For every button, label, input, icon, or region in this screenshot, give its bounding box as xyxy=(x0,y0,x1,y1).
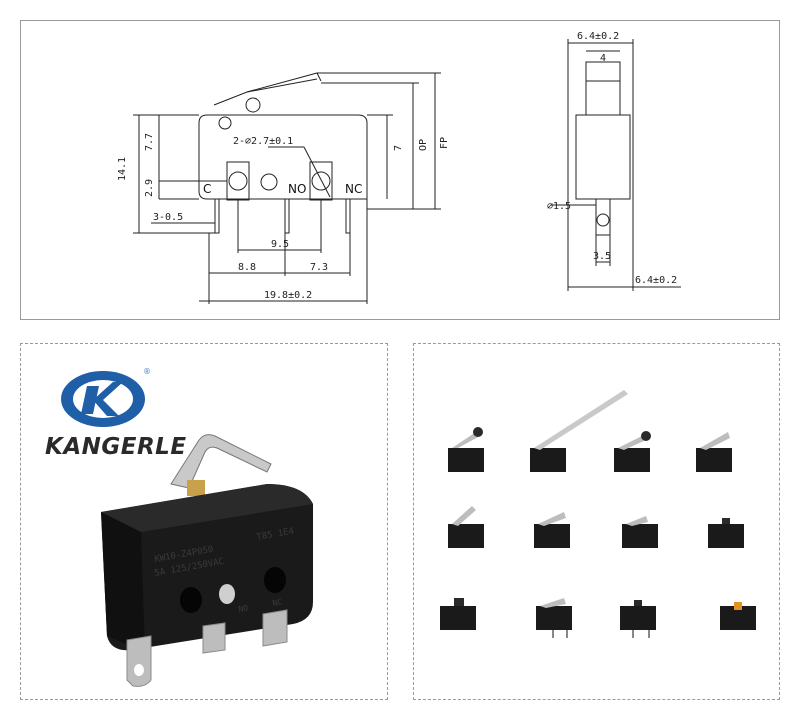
center-hole xyxy=(260,173,278,191)
pivot-hole xyxy=(218,116,232,130)
terminal-label-no: NO xyxy=(288,182,306,196)
brand-name: KANGERLE xyxy=(45,434,187,460)
dim-7-7: 7.7 xyxy=(144,133,155,151)
technical-drawing: 14.1 7.7 2.9 3-0.5 2-⌀2.7±0.1 7 OP FP 9.… xyxy=(117,31,681,304)
dim-fp: FP xyxy=(439,137,450,149)
variants-panel xyxy=(413,343,780,700)
photo-terminal-nc xyxy=(262,609,288,647)
photo-terminal-c xyxy=(126,635,152,687)
variant-roller-lever-switch xyxy=(448,427,484,472)
terminal-label-c: C xyxy=(203,182,211,196)
product-photo-panel: ® KW10-Z4P050 5A 125/250VAC T85 1E4 NO N… xyxy=(20,343,388,700)
terminal-label-nc: NC xyxy=(345,182,362,196)
plunger-outline xyxy=(245,97,261,113)
product-photo: ® KW10-Z4P050 5A 125/250VAC T85 1E4 NO N… xyxy=(61,367,313,687)
lever-outline xyxy=(213,72,322,106)
dim-7-3: 7.3 xyxy=(310,262,328,273)
variant-lever-switch xyxy=(534,512,570,548)
dim-width-bottom: 6.4±0.2 xyxy=(635,275,677,286)
switch-body-outline xyxy=(198,114,368,200)
pin-c xyxy=(214,198,220,234)
registered-mark: ® xyxy=(143,367,151,376)
variant-plunger-switch xyxy=(440,598,476,630)
hole-c xyxy=(228,171,248,191)
technical-drawing-panel: 14.1 7.7 2.9 3-0.5 2-⌀2.7±0.1 7 OP FP 9.… xyxy=(20,20,780,320)
lever-inner xyxy=(246,78,318,93)
dim-width-3-5: 3.5 xyxy=(593,251,611,262)
variant-hinge-lever-switch xyxy=(696,432,732,472)
dim-9-5: 9.5 xyxy=(271,239,289,250)
variant-long-lever-switch xyxy=(530,390,628,472)
pin-no xyxy=(284,198,290,234)
dim-8-8: 8.8 xyxy=(238,262,256,273)
brand-logo xyxy=(61,371,145,427)
variant-mini-lever-switch xyxy=(622,516,658,548)
dim-7: 7 xyxy=(393,145,404,151)
dim-14-1: 14.1 xyxy=(117,157,128,181)
dim-width-4: 4 xyxy=(600,53,606,64)
variants-grid xyxy=(440,390,756,638)
dim-19-8: 19.8±0.2 xyxy=(264,290,312,301)
dim-hole-1-5: ⌀1.5 xyxy=(547,201,571,212)
dim-2-9: 2.9 xyxy=(144,179,155,197)
dim-op: OP xyxy=(418,139,429,151)
dim-3-0-5: 3-0.5 xyxy=(153,212,183,223)
photo-terminal-no xyxy=(202,622,226,654)
side-view-pin-hole xyxy=(596,213,610,227)
side-view-lever xyxy=(585,61,621,116)
variant-orange-button-switch xyxy=(720,602,756,630)
hole-leader xyxy=(303,146,331,198)
dim-width-top: 6.4±0.2 xyxy=(577,31,619,42)
photo-marking-no: NO xyxy=(238,603,249,614)
side-view-body xyxy=(575,114,631,200)
hole-nc xyxy=(311,171,331,191)
photo-marking-nc: NC xyxy=(272,597,283,608)
photo-rivet xyxy=(219,584,235,604)
variant-button-switch xyxy=(708,518,744,548)
side-view-pin xyxy=(595,198,611,236)
variant-roller-lever-switch-2 xyxy=(614,431,651,472)
photo-hole-c xyxy=(180,587,202,613)
photo-hole-nc xyxy=(264,567,286,593)
terminal-c-frame xyxy=(226,161,250,201)
photo-plunger xyxy=(187,480,205,496)
pin-nc xyxy=(345,198,351,234)
variant-pcb-button-switch xyxy=(620,600,656,638)
variant-pcb-lever-switch xyxy=(536,598,572,638)
dim-hole: 2-⌀2.7±0.1 xyxy=(233,136,293,147)
photo-lever xyxy=(170,434,272,489)
variant-short-lever-switch xyxy=(448,506,484,548)
